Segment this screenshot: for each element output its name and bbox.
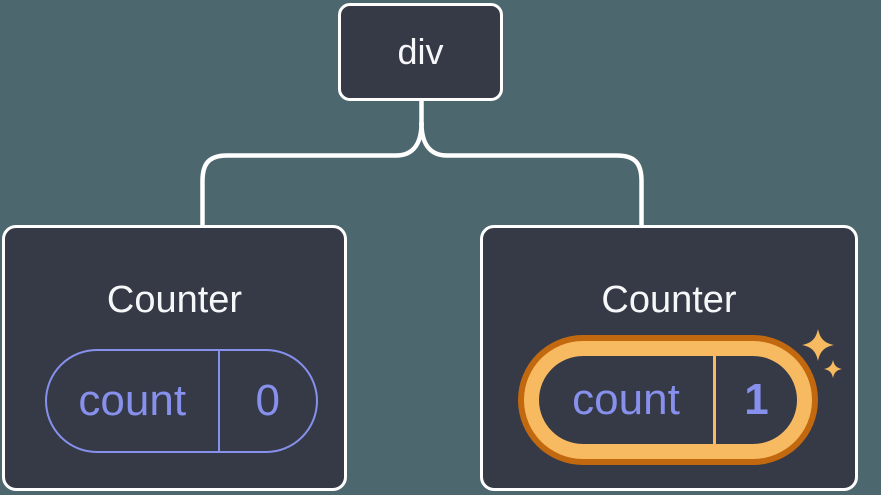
counter-card-right: Counter count 1 — [480, 225, 858, 491]
state-pill-highlight-ring-outer: count 1 — [518, 335, 818, 465]
counter-card-left: Counter count 0 — [2, 225, 347, 491]
tree-connector-lines — [200, 98, 644, 230]
state-pill-highlight-ring-inner: count 1 — [524, 341, 812, 459]
state-value: 1 — [744, 375, 769, 424]
state-key-label: count — [572, 375, 680, 424]
connector-branch-left — [200, 120, 424, 230]
state-key-label: count — [78, 376, 187, 425]
root-node-div: div — [338, 3, 503, 101]
component-title: Counter — [601, 279, 737, 321]
state-pill: count 0 — [45, 349, 318, 453]
state-key-cell: count — [47, 351, 220, 451]
state-value: 0 — [255, 376, 280, 425]
component-title: Counter — [106, 279, 243, 321]
connector-branch-right — [419, 120, 644, 230]
root-node-label: div — [397, 31, 444, 72]
sparkle-icon — [824, 360, 842, 378]
state-pill: count 1 — [539, 356, 797, 444]
state-value-cell: 1 — [716, 356, 797, 444]
state-key-cell: count — [539, 356, 716, 444]
sparkle-icon — [802, 329, 834, 361]
state-value-cell: 0 — [220, 351, 317, 451]
